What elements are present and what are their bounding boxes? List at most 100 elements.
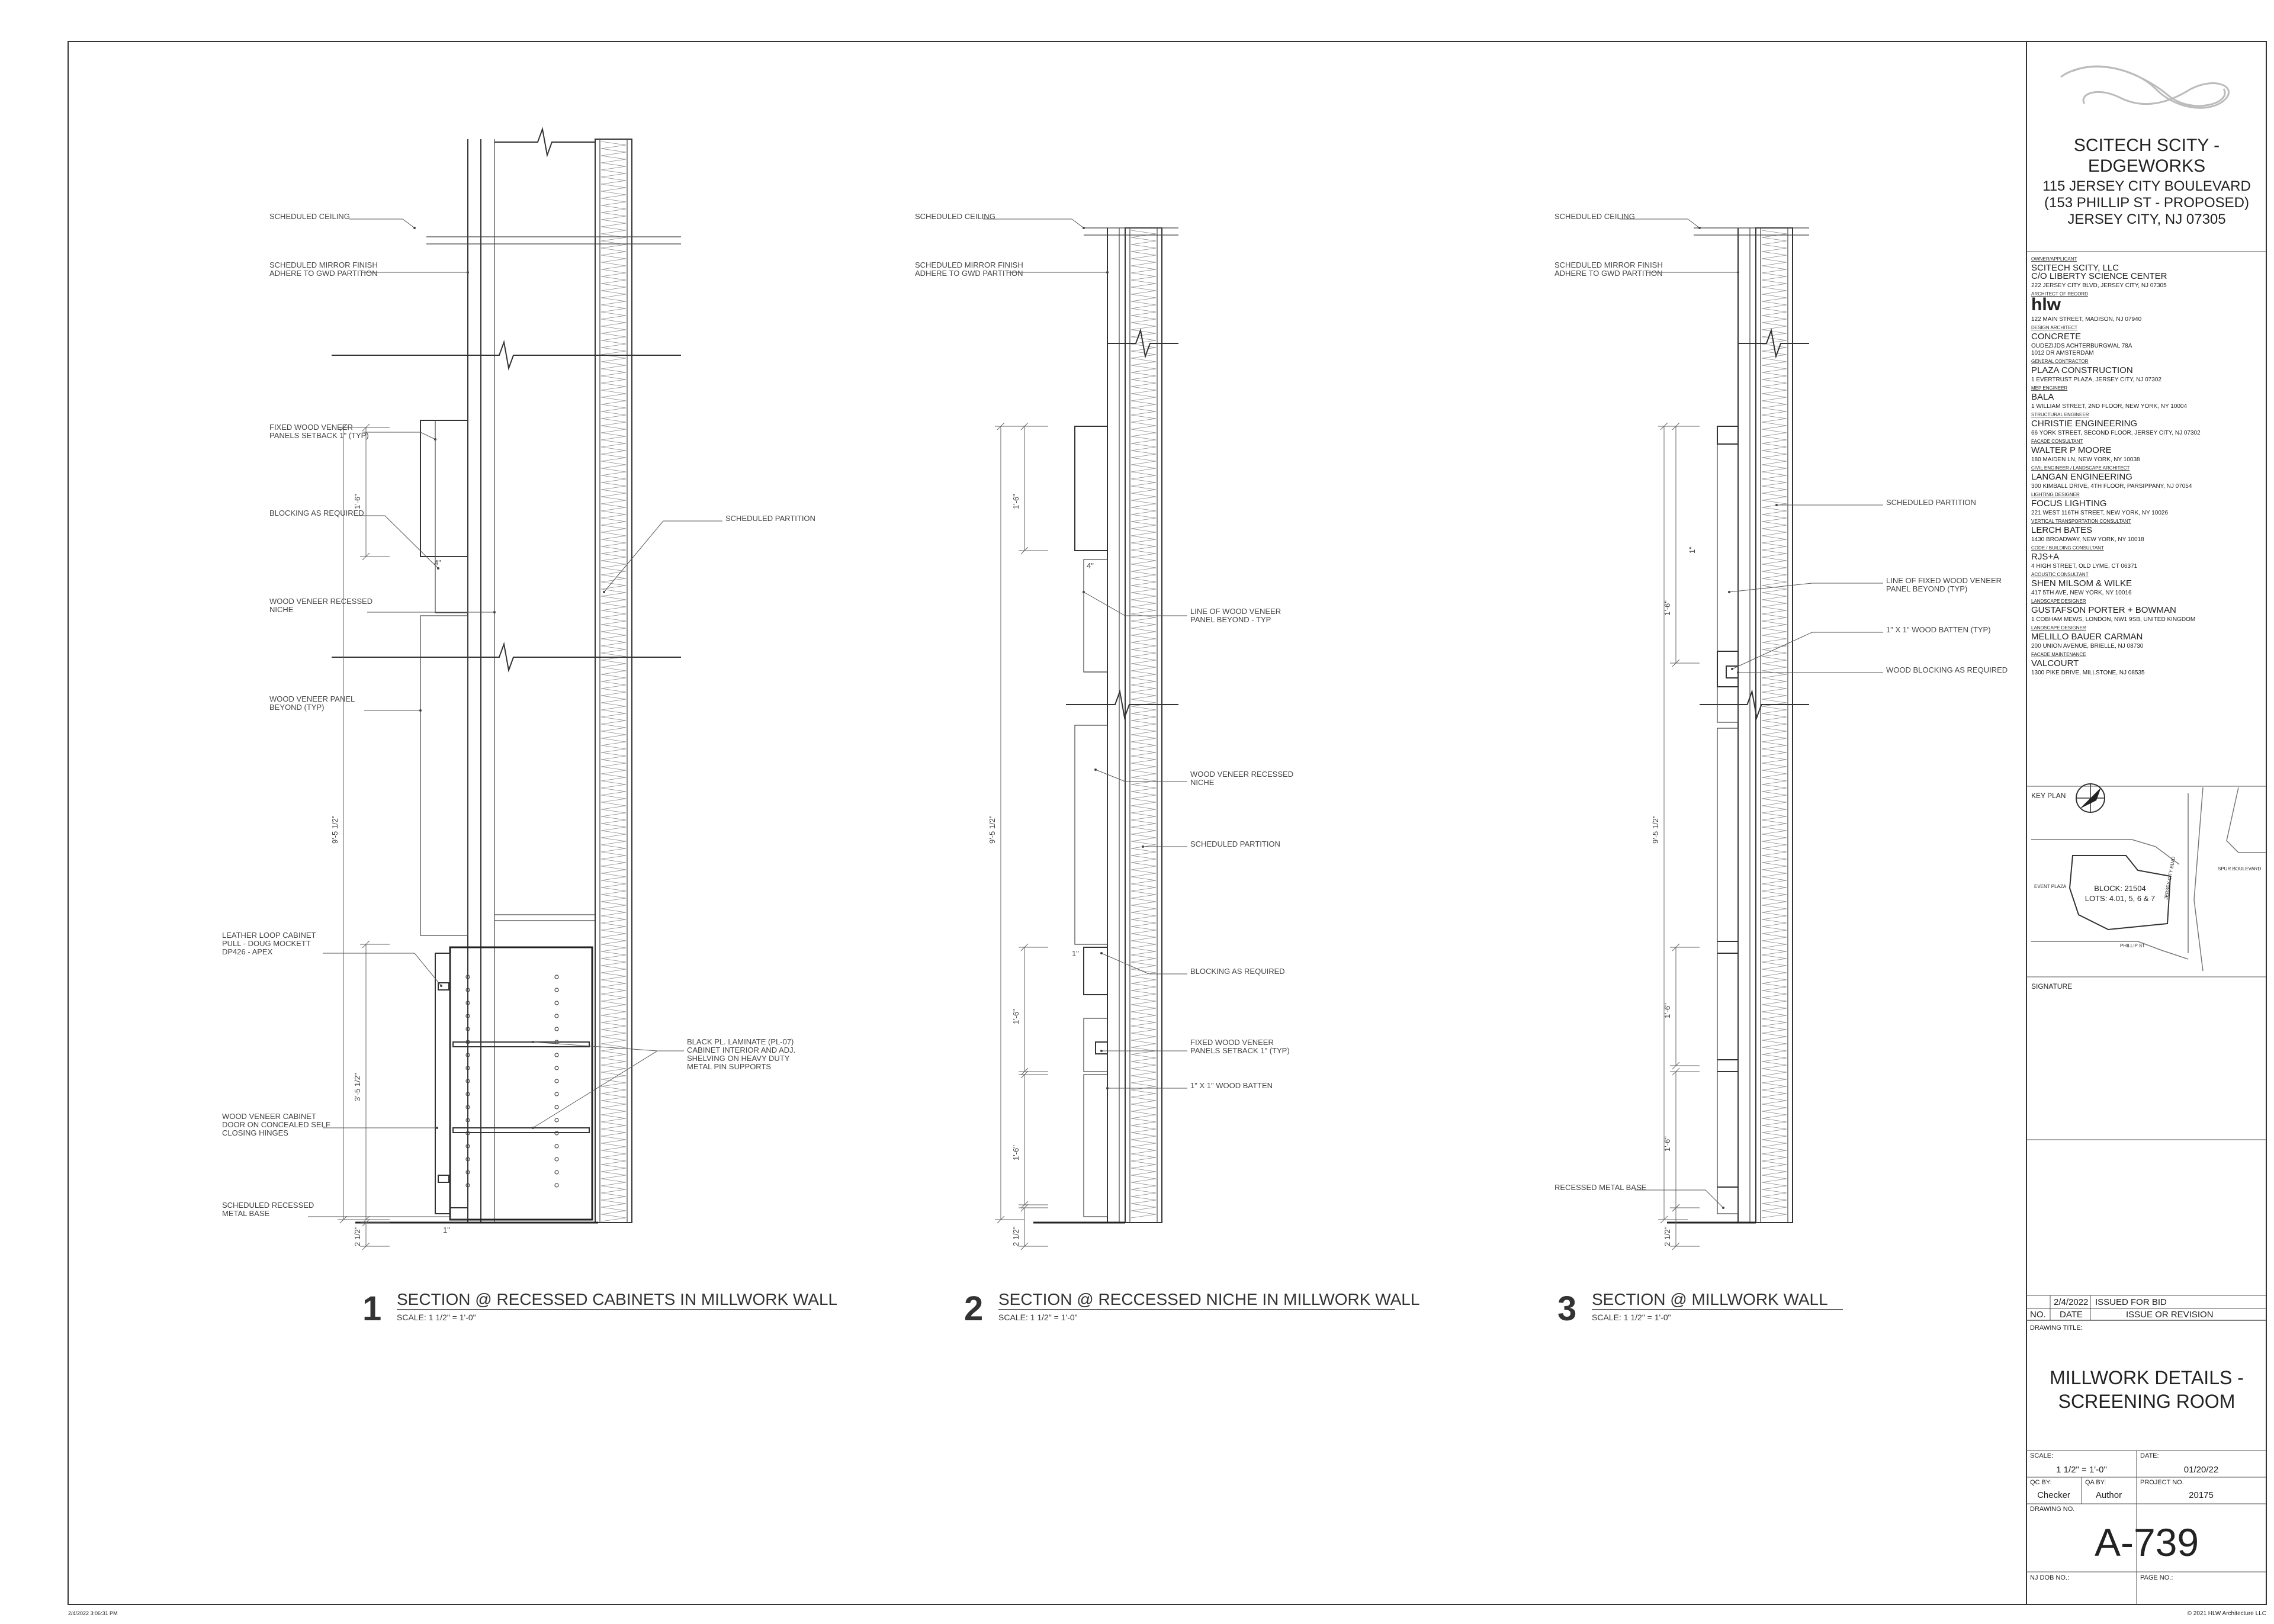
- key-plan-street-4: SPUR BOULEVARD: [2218, 866, 2261, 872]
- section-3-drawing: 1'-6"9'-5 1/2"1'-6"1'-6"2 1/2"1"SCHEDULE…: [1554, 212, 2008, 1250]
- wood-batten: [1095, 1041, 1108, 1054]
- leader-line: [1101, 953, 1187, 975]
- blocking: [435, 556, 468, 613]
- leader-line: [349, 218, 415, 229]
- shelf-pin-hole: [554, 988, 559, 992]
- cabinet-shelf: [452, 1127, 590, 1133]
- callout-label: BLOCKING AS REQUIRED: [269, 509, 364, 517]
- callout-label: SCHEDULED MIRROR FINISH: [1554, 261, 1663, 269]
- leader-dot: [1737, 671, 1739, 674]
- consultant-address: 180 MAIDEN LN, NEW YORK, NY 10038: [2031, 456, 2140, 463]
- shelf-pin-hole: [554, 1053, 559, 1057]
- consultant-role: FACADE MAINTENANCE: [2031, 652, 2086, 657]
- north-arrow-icon: [2076, 783, 2105, 813]
- shelf-pin-hole: [554, 1170, 559, 1175]
- consultant-name-2: OUDEZIJDS ACHTERBURGWAL 78A: [2031, 343, 2132, 349]
- consultant-role: DESIGN ARCHITECT: [2031, 325, 2077, 330]
- consultant-role: ACOUSTIC CONSULTANT: [2031, 572, 2089, 577]
- lower-panel: [420, 615, 468, 936]
- callout-label: BEYOND (TYP): [269, 703, 324, 712]
- project-no-label: PROJECT NO.: [2140, 1479, 2184, 1486]
- callout-label: PANELS SETBACK 1" (TYP): [269, 431, 369, 440]
- date-label: DATE:: [2140, 1452, 2159, 1459]
- consultant-name: LERCH BATES: [2031, 525, 2092, 535]
- consultant-name: BALA: [2031, 392, 2054, 402]
- dimension-label: 2 1/2": [353, 1226, 362, 1246]
- section-1-title: SECTION @ RECESSED CABINETS IN MILLWORK …: [397, 1290, 837, 1308]
- leader-dot: [493, 611, 496, 613]
- consultant-name: hlw: [2031, 295, 2061, 314]
- callout-label: LINE OF FIXED WOOD VENEER: [1886, 576, 2002, 585]
- break-line: [332, 340, 681, 371]
- consultant-role: ARCHITECT OF RECORD: [2031, 291, 2088, 297]
- callout-label: PANEL BEYOND - TYP: [1190, 615, 1271, 624]
- dimension-label: 1'-6": [1011, 1145, 1020, 1160]
- nj-dob-label: NJ DOB NO.:: [2030, 1574, 2069, 1581]
- consultant-role: OWNER/APPLICANT: [2031, 256, 2077, 262]
- callout-label: WOOD VENEER CABINET: [222, 1112, 316, 1121]
- section-3-title: SECTION @ MILLWORK WALL: [1592, 1290, 1828, 1308]
- shelf-pin-hole: [465, 1170, 470, 1175]
- callout-label: WOOD VENEER PANEL: [269, 694, 355, 703]
- project-name-2: EDGEWORKS: [2088, 156, 2205, 176]
- consultant-name: MELILLO BAUER CARMAN: [2031, 632, 2143, 642]
- leader-line: [532, 1050, 684, 1128]
- consultant-role: VERTICAL TRANSPORTATION CONSULTANT: [2031, 519, 2131, 524]
- shelf-pin-hole: [465, 975, 470, 979]
- dimension-label: 3'-5 1/2": [353, 1073, 362, 1101]
- leader-dot: [603, 591, 605, 593]
- dimension-label: 2 1/2": [1011, 1226, 1020, 1246]
- leader-dot: [1106, 271, 1109, 274]
- consultant-name: SHEN MILSOM & WILKE: [2031, 578, 2132, 589]
- dimension-label: 1'-6": [1663, 600, 1672, 616]
- shelf-pin-hole: [465, 1183, 470, 1188]
- leader-dot: [437, 567, 439, 570]
- blocking: [1717, 426, 1739, 445]
- callout-label: SHELVING ON HEAVY DUTY: [687, 1054, 790, 1063]
- signature-label: SIGNATURE: [2031, 982, 2072, 991]
- leader-dot: [532, 1127, 534, 1129]
- callout-label: 1" X 1" WOOD BATTEN (TYP): [1886, 625, 1991, 634]
- project-address-1: 115 JERSEY CITY BOULEVARD: [2042, 178, 2251, 194]
- consultant-role: MEP ENGINEER: [2031, 385, 2067, 391]
- consultant-name: CONCRETE: [2031, 332, 2081, 342]
- qc-label: QC BY:: [2030, 1479, 2052, 1486]
- key-plan-street-1: EVENT PLAZA: [2034, 884, 2067, 889]
- callout-label: SCHEDULED CEILING: [269, 212, 350, 221]
- leader-dot: [1083, 591, 1085, 593]
- consultant-role: CODE / BUILDING CONSULTANT: [2031, 545, 2104, 551]
- consultant-name: SCITECH SCITY, LLC: [2031, 263, 2119, 273]
- callout-label: SCHEDULED PARTITION: [1190, 840, 1280, 848]
- dimension-label: 2 1/2": [1663, 1226, 1672, 1246]
- upper-panel: [1074, 426, 1108, 551]
- callout-label: METAL PIN SUPPORTS: [687, 1062, 771, 1071]
- shelf-pin-hole: [465, 1001, 470, 1005]
- section-3-title-block: 3 SECTION @ MILLWORK WALL SCALE: 1 1/2" …: [1557, 1289, 1843, 1328]
- project-address-2: (153 PHILLIP ST - PROPOSED): [2044, 195, 2249, 211]
- callout-label: SCHEDULED PARTITION: [725, 514, 815, 523]
- shelf-pin-hole: [465, 1040, 470, 1044]
- key-plan-site: [2069, 855, 2172, 931]
- title-block: SCITECH SCITY - EDGEWORKS 115 JERSEY CIT…: [2026, 65, 2266, 1604]
- leader-dot: [1722, 1207, 1724, 1209]
- panel-beyond: [1074, 725, 1108, 945]
- key-plan-road: [2031, 839, 2180, 865]
- partition-insulation: [1761, 230, 1787, 1218]
- callout-label: NICHE: [1190, 778, 1215, 787]
- callout-label: PULL - DOUG MOCKETT: [222, 939, 311, 948]
- drawing-title-2: SCREENING ROOM: [2058, 1391, 2236, 1412]
- leader-dot: [1731, 668, 1733, 670]
- break-line: [332, 642, 681, 673]
- dimension-label: 1": [443, 1226, 450, 1234]
- drawing-title-label: DRAWING TITLE:: [2030, 1324, 2083, 1332]
- revision-col-issue: ISSUE OR REVISION: [2126, 1310, 2214, 1320]
- section-1-number: 1: [362, 1289, 381, 1328]
- leader-line: [355, 515, 439, 569]
- key-plan-label: KEY PLAN: [2031, 792, 2066, 800]
- dimension-label: 4": [1087, 561, 1094, 570]
- consultant-role: LIGHTING DESIGNER: [2031, 492, 2080, 497]
- section-3-scale: SCALE: 1 1/2" = 1'-0": [1592, 1313, 1671, 1322]
- callout-label: PANELS SETBACK 1" (TYP): [1190, 1046, 1290, 1055]
- shelf-pin-hole: [554, 1001, 559, 1005]
- page-no-label: PAGE NO.:: [2140, 1574, 2173, 1581]
